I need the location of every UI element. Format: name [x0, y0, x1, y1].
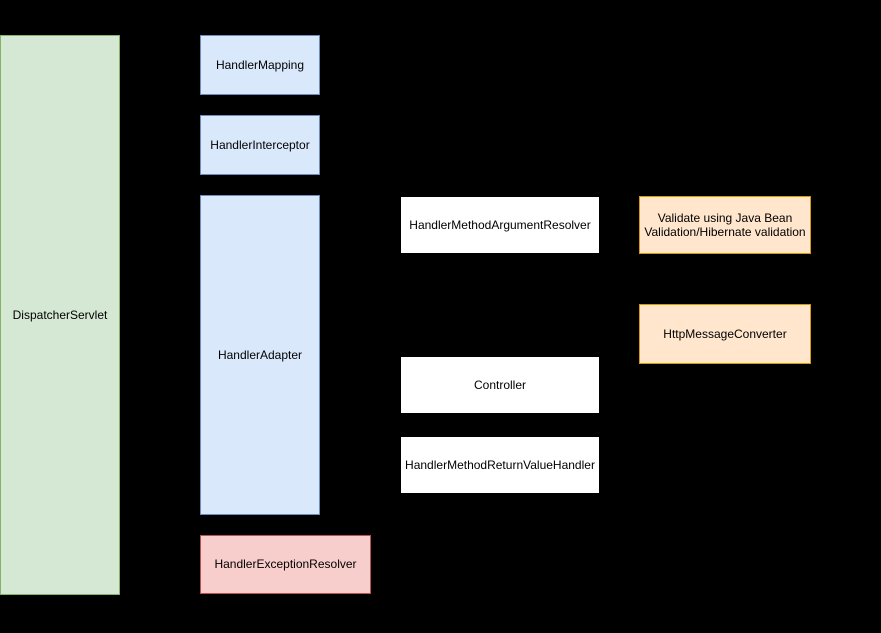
- node-handler-interceptor: HandlerInterceptor: [200, 115, 320, 175]
- node-label: HandlerMapping: [215, 57, 305, 72]
- node-label: Validate using Java Bean Validation/Hibe…: [644, 210, 806, 239]
- node-label: HttpMessageConverter: [663, 326, 787, 341]
- node-label: HandlerExceptionResolver: [214, 557, 357, 572]
- node-label: HandlerInterceptor: [210, 137, 310, 152]
- node-handler-exception-resolver: HandlerExceptionResolver: [200, 535, 371, 594]
- node-handler-method-return-value-handler: HandlerMethodReturnValueHandler: [400, 436, 600, 494]
- node-handler-adapter: HandlerAdapter: [200, 195, 320, 515]
- node-validate-java-bean: Validate using Java Bean Validation/Hibe…: [639, 196, 811, 254]
- node-handler-mapping: HandlerMapping: [200, 35, 320, 95]
- node-http-message-converter: HttpMessageConverter: [639, 304, 811, 364]
- node-controller: Controller: [400, 356, 600, 414]
- node-label: HandlerMethodArgumentResolver: [409, 217, 591, 232]
- node-label: HandlerMethodReturnValueHandler: [405, 457, 595, 472]
- node-label: DispatcherServlet: [12, 307, 108, 322]
- node-label: HandlerAdapter: [217, 347, 303, 362]
- node-label: Controller: [473, 377, 527, 392]
- node-dispatcher-servlet: DispatcherServlet: [0, 35, 120, 595]
- node-handler-method-argument-resolver: HandlerMethodArgumentResolver: [400, 196, 600, 254]
